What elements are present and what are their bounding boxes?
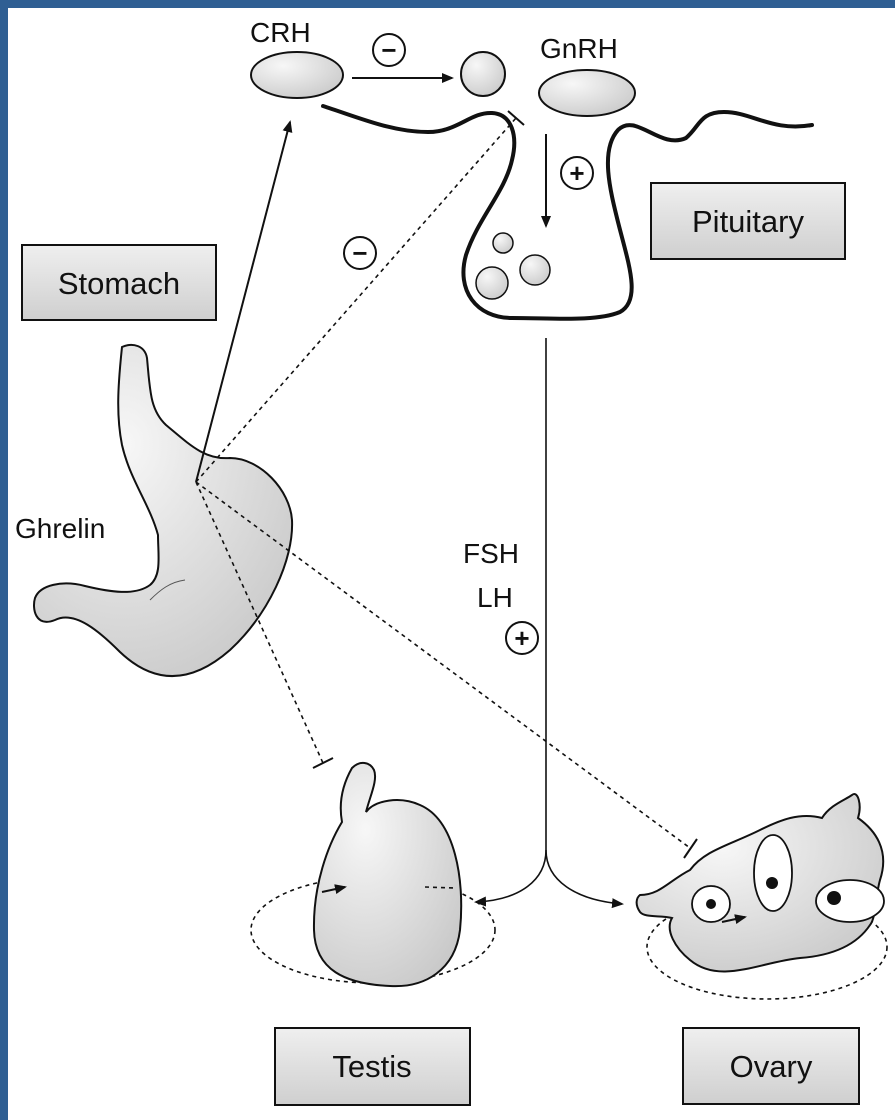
ghrelin-label: Ghrelin [15,513,105,544]
diagram-canvas: CRH GnRH − + Pituitary Stomach Ghrelin −… [8,8,895,1120]
stomach-organ [34,345,292,676]
crh-inhibit-sign: − [381,35,396,65]
gnrh-stimulate-sign: + [569,158,584,188]
stomach-label: Stomach [58,266,180,301]
crh-label: CRH [250,17,311,48]
pituitary-label: Pituitary [692,204,804,239]
fsh-label: FSH [463,538,519,569]
pituitary-cell-top [461,52,505,96]
ghrelin-inhibit-sign: − [352,238,367,268]
pituitary-cell-small [493,233,513,253]
ovary-oocyte-1 [706,899,716,909]
ovary-follicle-3 [816,880,884,922]
ghrelin-axis-diagram: CRH GnRH − + Pituitary Stomach Ghrelin −… [8,8,895,1120]
gonadotropin-stimulate-sign: + [514,623,529,653]
ovary-follicle-2 [754,835,792,911]
ghrelin-to-ovary-inhibition [196,482,690,848]
ovary-oocyte-2 [766,877,778,889]
ovary-inhibition-bar [684,839,697,858]
crh-nucleus [251,52,343,98]
testis-inhibition-bar [313,758,333,768]
testis-organ [314,763,461,986]
pituitary-cell-left [476,267,508,299]
branch-to-testis-arrow [476,850,546,902]
ovary-label: Ovary [730,1049,813,1084]
lh-label: LH [477,582,513,613]
gnrh-label: GnRH [540,33,618,64]
pituitary-cell-right [520,255,550,285]
ovary-oocyte-3 [827,891,841,905]
gnrh-nucleus [539,70,635,116]
branch-to-ovary-arrow [546,850,622,904]
testis-label: Testis [332,1049,411,1084]
